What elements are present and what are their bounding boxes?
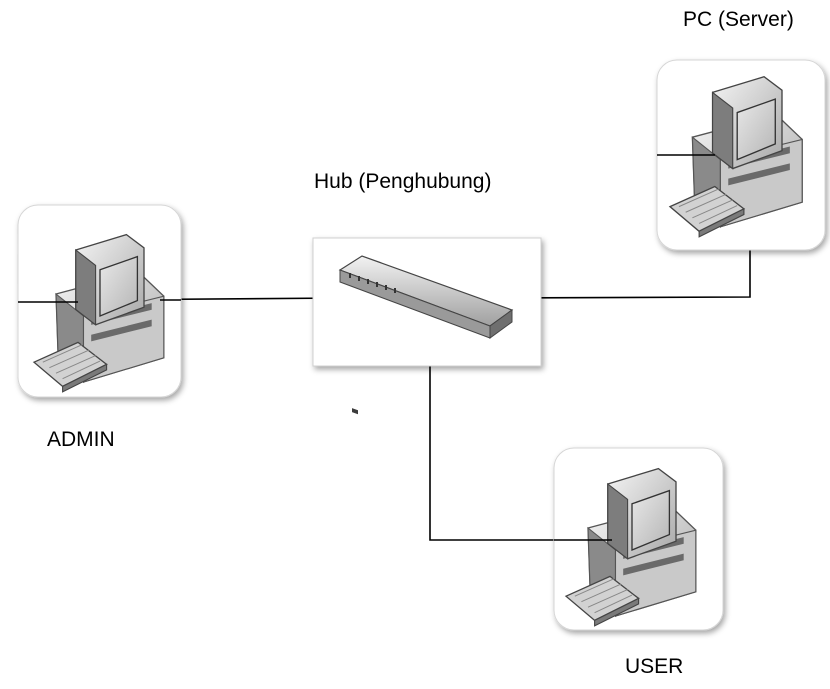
network-hub-icon bbox=[338, 255, 514, 415]
connection-hub-user bbox=[429, 330, 610, 541]
hub-label: Hub (Penghubung) bbox=[314, 170, 492, 193]
user-node bbox=[553, 447, 724, 631]
connection-hub-server bbox=[483, 250, 751, 299]
admin-label: ADMIN bbox=[47, 428, 115, 451]
server-node bbox=[656, 59, 826, 251]
admin-node bbox=[17, 204, 182, 398]
user-label: USER bbox=[625, 655, 684, 678]
hub-node bbox=[312, 237, 542, 415]
server-label: PC (Server) bbox=[683, 8, 794, 31]
